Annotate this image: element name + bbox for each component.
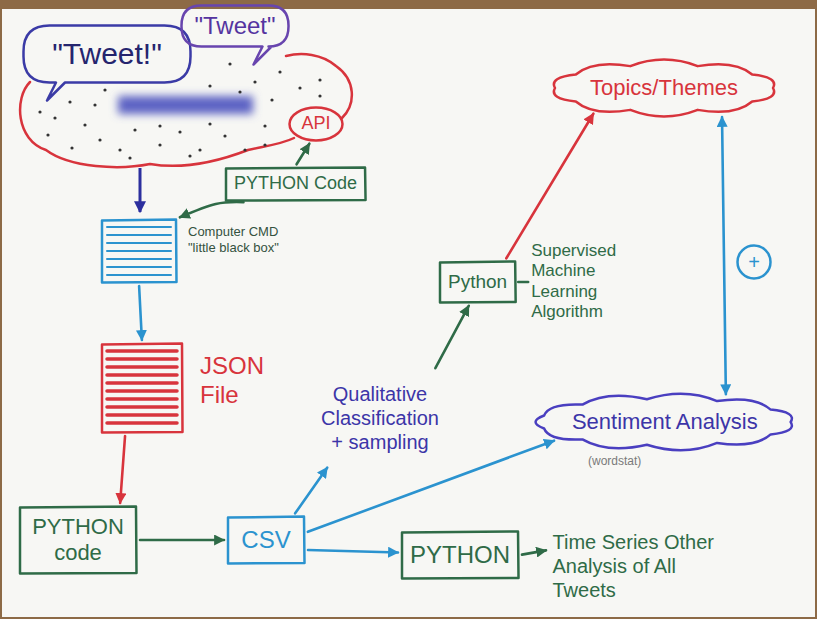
flow-arrow [139, 286, 142, 340]
speech-bubble-border [24, 26, 191, 101]
process-box: PythonSupervised Machine Learning Algori… [438, 260, 517, 304]
document-lines [107, 351, 177, 423]
api-circle: API [288, 106, 344, 142]
side-note: JSON File [200, 352, 272, 410]
node-label: "Tweet!" [52, 36, 162, 72]
node-label: PYTHON code [28, 514, 128, 567]
document-icon-border [102, 220, 177, 283]
side-note: Computer CMD "little black box" [188, 224, 298, 255]
output-note: Time Series Other Analysis of All Tweets [548, 526, 722, 606]
process-box-border [402, 532, 519, 579]
node-label: Python [448, 271, 507, 294]
data-cloud [20, 54, 352, 167]
data-arrow [139, 168, 142, 212]
flow-arrow [522, 550, 546, 554]
speech-bubble: "Tweet!" [22, 24, 192, 84]
analysis-cloud: Sentiment Analysis(wordstat) [532, 392, 798, 452]
flow-arrow [295, 468, 327, 514]
data-box-border [228, 517, 305, 564]
node-label: API [301, 113, 330, 135]
process-box-border [226, 168, 366, 201]
node-label: Time Series Other Analysis of All Tweets [553, 530, 718, 602]
document-icon-outline [100, 342, 184, 434]
node-label: PYTHON Code [234, 173, 357, 195]
flow-arrow [308, 441, 554, 532]
document-icon: Computer CMD "little black box" [100, 218, 178, 284]
analysis-cloud-border [536, 394, 792, 451]
flow-arrow [308, 550, 398, 552]
process-box-border [20, 507, 137, 574]
side-note: Supervised Machine Learning Algorithm [531, 241, 631, 323]
leader-line [518, 281, 528, 284]
node-label: + [748, 250, 760, 274]
flow-arrow [297, 144, 310, 165]
topic-cloud-border [554, 60, 774, 117]
document-icon-border [102, 344, 183, 433]
redacted-bar [118, 96, 253, 114]
document-icon-outline [100, 218, 178, 284]
flow-arrow [140, 539, 224, 542]
flow-arrow [435, 306, 468, 368]
process-box: PYTHON [400, 530, 520, 580]
document-lines [107, 227, 171, 275]
speech-bubble: "Tweet" [180, 4, 290, 48]
node-label: "Tweet" [194, 12, 275, 41]
process-box: PYTHON Code [224, 166, 367, 202]
flow-arrow [120, 436, 125, 503]
speech-bubble-border [182, 6, 289, 65]
node-label: Qualitative Classification + sampling [316, 382, 444, 454]
node-label: Topics/Themes [590, 75, 738, 101]
process-box-border [440, 262, 516, 303]
process-box: PYTHON code [18, 505, 138, 575]
plus-circle-border [738, 246, 771, 279]
flow-arrow [722, 117, 726, 394]
flow-arrow [506, 114, 593, 259]
document-icon: JSON File [100, 342, 184, 434]
node-label: CSV [241, 526, 290, 555]
plus-circle: + [736, 244, 772, 280]
flow-arrow [180, 202, 244, 217]
data-box: CSV [226, 515, 306, 565]
api-circle-border [290, 108, 343, 141]
node-label: PYTHON [410, 541, 510, 570]
step-note: Qualitative Classification + sampling [312, 370, 448, 466]
topic-cloud: Topics/Themes [548, 58, 780, 118]
node-label: Sentiment Analysis [572, 409, 758, 435]
side-note: (wordstat) [588, 454, 641, 468]
